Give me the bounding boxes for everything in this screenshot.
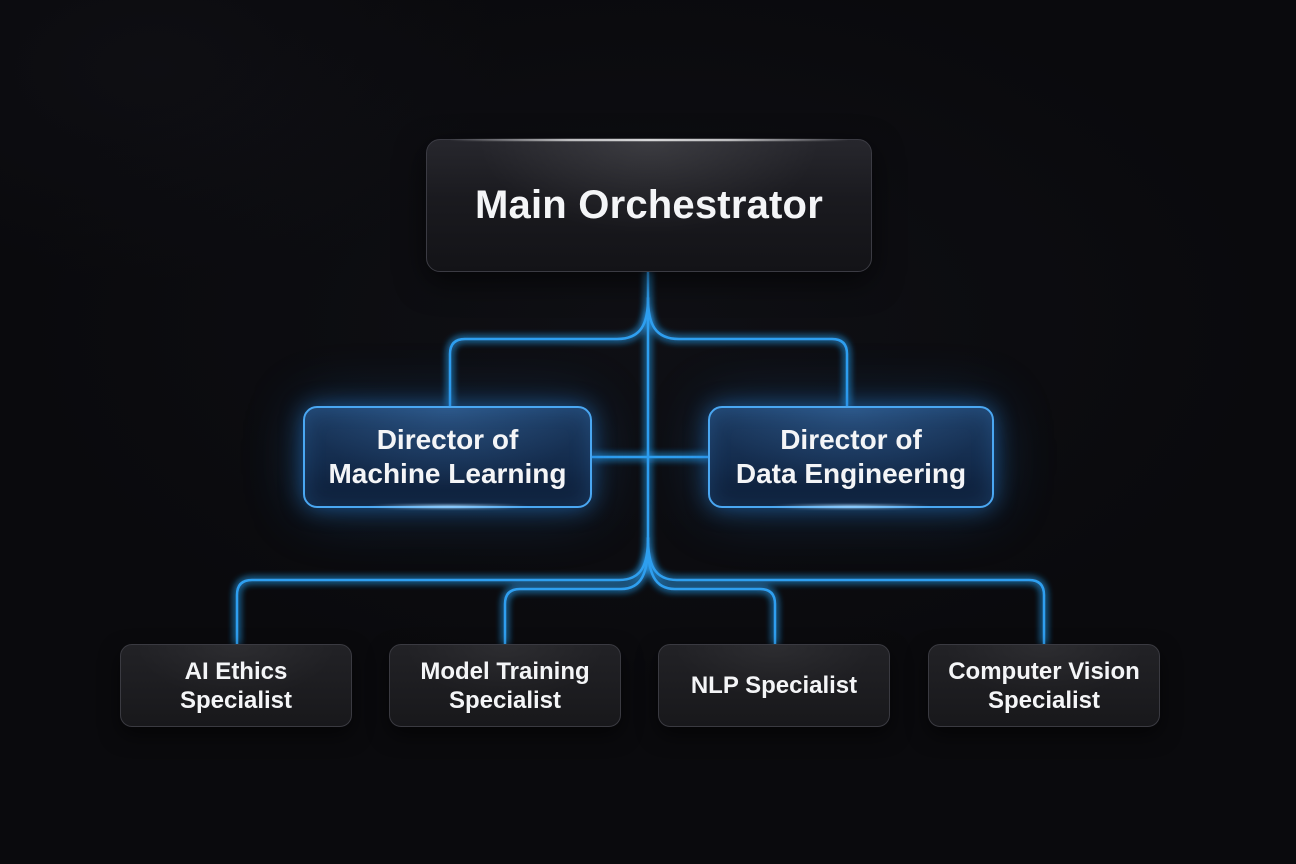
edge-to-director-ml <box>448 296 650 408</box>
node-director-de-label-line1: Director of <box>780 424 922 455</box>
node-nlp-specialist[interactable]: NLP Specialist <box>658 644 890 727</box>
node-computer-vision-label-line2: Specialist <box>987 686 1101 714</box>
node-director-de-label-line2: Data Engineering <box>735 458 967 489</box>
node-director-ml-label-line2: Machine Learning <box>328 458 567 489</box>
node-model-training-label-line2: Specialist <box>448 686 562 714</box>
node-model-training-specialist[interactable]: Model Training Specialist <box>389 644 621 727</box>
edge-to-spec-3 <box>646 542 777 646</box>
node-main-orchestrator-label: Main Orchestrator <box>475 183 823 227</box>
node-director-data-engineering[interactable]: Director of Data Engineering <box>708 406 994 508</box>
node-main-orchestrator[interactable]: Main Orchestrator <box>426 139 872 272</box>
node-nlp-label-line1: NLP Specialist <box>690 672 858 699</box>
edge-to-spec-2 <box>503 542 650 646</box>
edge-to-spec-4 <box>646 536 1046 646</box>
node-ai-ethics-label-line1: AI Ethics <box>184 657 288 685</box>
node-computer-vision-label-line1: Computer Vision <box>948 657 1140 685</box>
node-ai-ethics-label-line2: Specialist <box>179 686 293 714</box>
node-computer-vision-specialist[interactable]: Computer Vision Specialist <box>928 644 1160 727</box>
node-model-training-label-line1: Model Training <box>420 657 590 685</box>
edge-to-director-de <box>646 296 849 408</box>
node-ai-ethics-specialist[interactable]: AI Ethics Specialist <box>120 644 352 727</box>
node-director-machine-learning[interactable]: Director of Machine Learning <box>303 406 592 508</box>
node-director-ml-label-line1: Director of <box>376 424 519 455</box>
edge-to-spec-1 <box>235 536 650 646</box>
